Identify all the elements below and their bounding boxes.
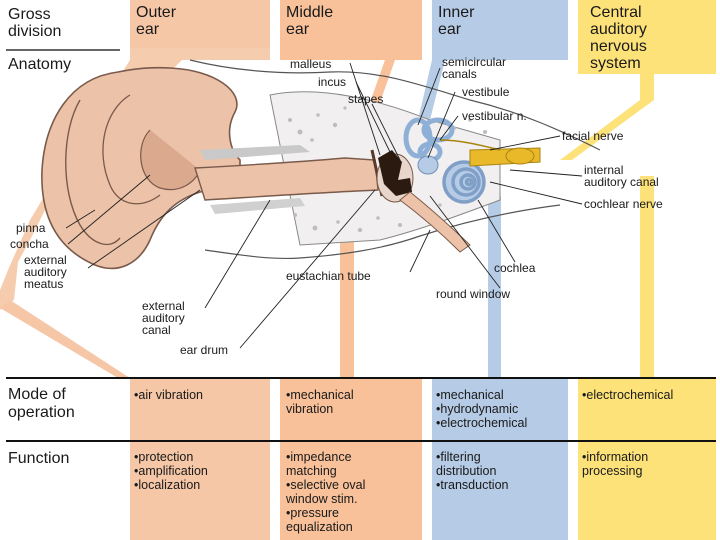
column-title-outer: Outer ear	[136, 4, 177, 38]
band-outer-top	[130, 0, 270, 48]
function-row-title: Function	[8, 450, 70, 467]
label-pinna: pinna	[16, 221, 46, 235]
band-middle-vertical	[340, 200, 354, 378]
anatomy-row-title: Anatomy	[8, 56, 72, 73]
label-cochlea: cochlea	[494, 261, 536, 275]
nerve-bundle-end	[505, 147, 535, 165]
band-middle-table	[280, 378, 422, 540]
mode-cell-inner: •mechanical •hydrodynamic •electrochemic…	[436, 388, 528, 430]
ear-canal	[194, 157, 379, 201]
band-cns-table	[578, 378, 716, 540]
column-title-middle: Middle ear	[286, 4, 334, 38]
band-inner-table	[432, 378, 568, 540]
column-title-cns: Central auditory nervous system	[590, 4, 647, 72]
canal-bone-grey-lower	[210, 198, 305, 214]
label-eustachian-tube: eustachian tube	[286, 269, 371, 283]
label-incus: incus	[318, 75, 347, 89]
band-outer-bottom-connector	[0, 300, 130, 378]
label-facial-nerve: facial nerve	[562, 129, 624, 143]
band-middle-connector	[280, 48, 422, 125]
label-ear-drum: ear drum	[180, 343, 229, 357]
label-round-window: round window	[436, 287, 511, 301]
label-concha: concha	[10, 237, 49, 251]
band-cns-vertical	[640, 176, 654, 378]
mode-cell-cns: •electrochemical	[582, 388, 674, 402]
band-cns-top	[578, 0, 716, 74]
label-stapes: stapes	[348, 92, 384, 106]
band-inner-vertical	[488, 196, 501, 378]
band-inner-connector	[418, 48, 568, 120]
label-external-auditory-canal: external auditory canal	[142, 299, 185, 337]
band-middle-top	[280, 0, 422, 48]
label-external-auditory-meatus: external auditory meatus	[24, 253, 67, 291]
band-inner-top	[432, 0, 568, 48]
temporal-bone-outline	[189, 59, 601, 151]
band-outer-table	[130, 378, 270, 540]
mode-cell-outer: •air vibration	[134, 388, 203, 402]
temporal-bone-lower	[204, 204, 561, 260]
gross-division-title: Gross division	[8, 6, 62, 40]
label-internal-auditory-canal: internal auditory canal	[584, 163, 659, 189]
pinna-shape	[41, 66, 241, 270]
label-vestibular-nerve: vestibular n.	[462, 109, 527, 123]
canal-bone-grey	[200, 145, 310, 160]
band-cns-connector	[560, 74, 654, 160]
pinna-helix-fold	[65, 99, 121, 246]
function-cell-cns: •information processing	[582, 450, 649, 478]
label-vestibule: vestibule	[462, 85, 510, 99]
function-cell-middle: •impedance matching •selective oval wind…	[286, 450, 366, 534]
label-malleus: malleus	[290, 57, 332, 71]
ossicles-shape	[378, 150, 412, 196]
pinna-antihelix	[102, 94, 161, 205]
mode-row-title: Mode of operation	[8, 386, 75, 421]
vestibule-shape	[417, 155, 439, 175]
concha-bowl	[140, 129, 201, 191]
leader-lines	[65, 62, 583, 349]
mode-cell-middle: •mechanical vibration	[286, 388, 354, 416]
column-title-inner: Inner ear	[438, 4, 475, 38]
function-cell-inner: •filtering distribution •transduction	[436, 450, 509, 492]
bone-texture	[288, 106, 487, 233]
label-cochlear-nerve: cochlear nerve	[584, 197, 663, 211]
cochlea-shape	[442, 160, 486, 204]
semicircular-canals-shape	[403, 117, 455, 163]
label-semicircular-canals: semicircular canals	[442, 55, 507, 81]
function-cell-outer: •protection •amplification •localization	[134, 450, 208, 492]
eustachian-tube-shape	[399, 191, 471, 253]
